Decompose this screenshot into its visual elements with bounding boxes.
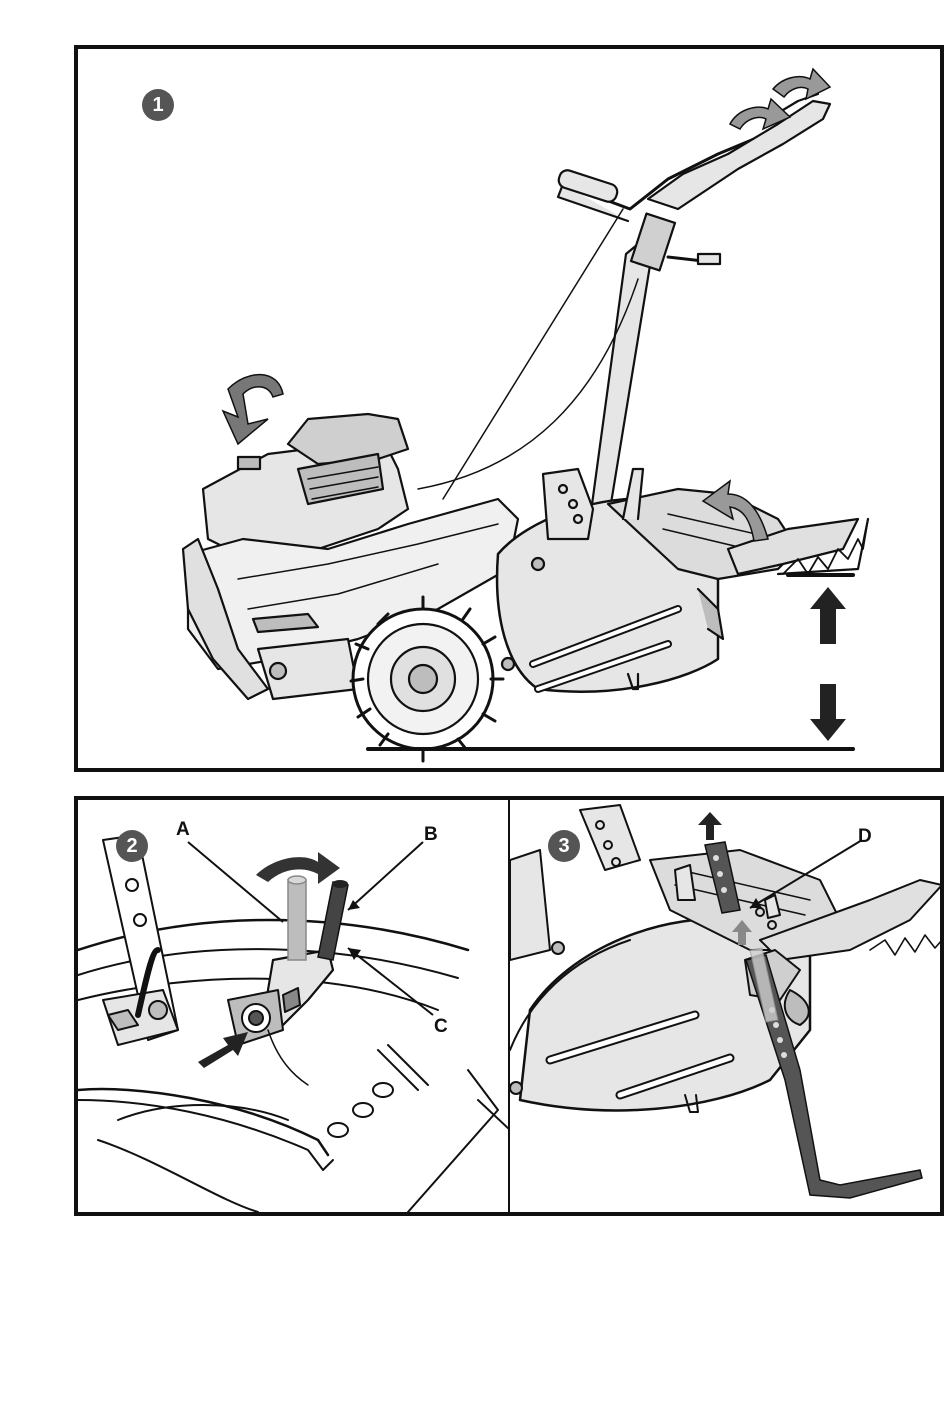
callout-a: A: [176, 819, 190, 841]
tiller-illustration: [78, 49, 940, 768]
depth-bar-pin-illustration: [78, 800, 510, 1212]
step-2-badge: 2: [116, 830, 148, 862]
callout-d: D: [858, 826, 872, 848]
up-arrow-icon: [698, 812, 722, 840]
pin-b-position: [318, 880, 348, 960]
push-arrow-icon: [198, 1032, 248, 1068]
step-3-panel: 3 D: [508, 796, 944, 1216]
step-2-panel: 2 A B C: [74, 796, 510, 1216]
callout-c: C: [434, 1016, 448, 1038]
depth-bar-install-illustration: [510, 800, 942, 1212]
callout-b: B: [424, 824, 438, 846]
rotate-down-arrow-icon: [223, 375, 283, 444]
up-arrow-icon: [810, 587, 846, 644]
down-arrow-icon: [810, 684, 846, 741]
step-1-panel: 1: [74, 45, 944, 772]
pin-a-position: [288, 876, 306, 960]
step-3-badge: 3: [548, 830, 580, 862]
